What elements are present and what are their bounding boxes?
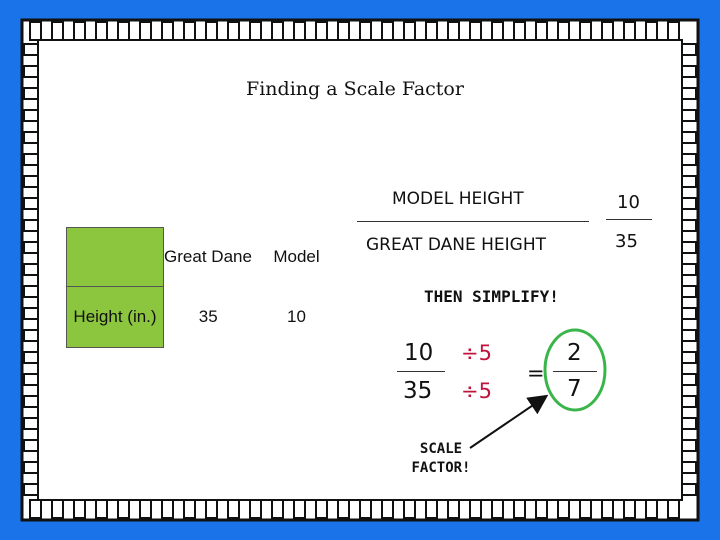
cell-great-dane-height: 35 [198,307,218,326]
simplify-fraction-bar [397,371,445,372]
result-highlight-oval [543,328,607,412]
result-denominator: 7 [567,376,582,402]
page-title: Finding a Scale Factor [246,78,464,100]
simplify-denominator: 35 [403,378,433,404]
scale-factor-label: SCALE FACTOR! [411,441,471,476]
column-header-great-dane: Great Dane [164,247,252,266]
simplify-label: THEN SIMPLIFY! [424,287,559,306]
table-corner-cell [66,227,164,287]
ratio-denominator-label: GREAT DANE HEIGHT [366,235,546,255]
result-numerator: 2 [567,340,582,366]
ratio-fraction-bar [357,221,589,222]
ratio-denominator-value: 35 [615,231,638,252]
divisor-bottom: ÷5 [461,379,492,403]
row-header-height: Height (in.) [66,286,164,348]
simplify-numerator: 10 [404,340,434,366]
frame-tick [29,21,42,41]
cell-model-height: 10 [287,307,306,326]
divisor-top: ÷5 [461,341,492,365]
height-table: Great Dane Model Height (in.) 35 10 [66,227,341,348]
result-fraction-bar [553,371,597,372]
column-header-model: Model [273,247,320,266]
ratio-numerator-value: 10 [617,192,640,213]
ratio-numerator-label: MODEL HEIGHT [392,189,524,209]
ratio-value-bar [606,219,652,220]
equals-sign: = [527,361,545,385]
frame-tick [29,499,42,519]
